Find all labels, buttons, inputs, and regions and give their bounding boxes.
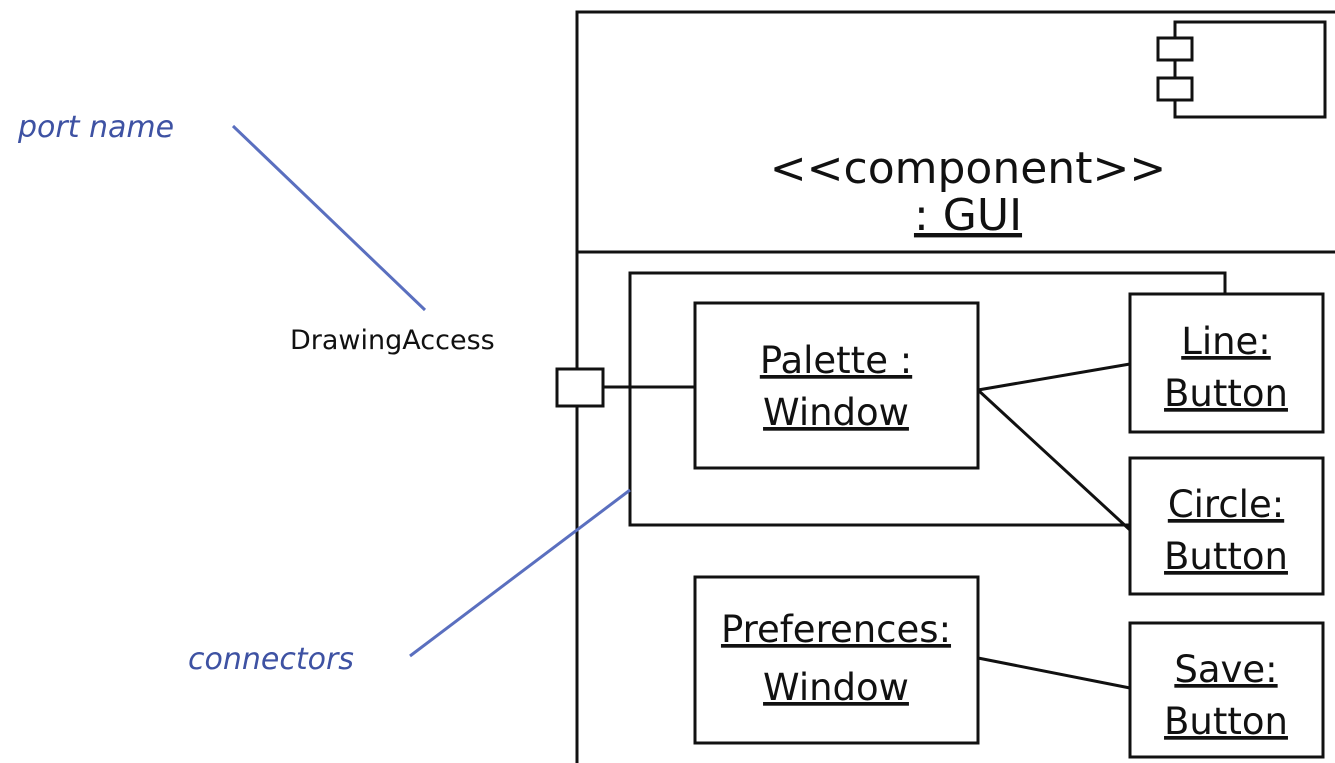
connector-preferences-to-save bbox=[977, 656, 1131, 690]
port-label: DrawingAccess bbox=[290, 325, 495, 356]
part-line-line1: Line: bbox=[1181, 320, 1271, 363]
part-save-line1: Save: bbox=[1174, 648, 1277, 691]
palette-group-frame bbox=[628, 271, 1227, 527]
part-save-button: Save: Button bbox=[1128, 621, 1325, 759]
connector-palette-to-line bbox=[977, 362, 1131, 392]
annotation-port-name: port name bbox=[17, 110, 174, 145]
part-preferences-window: Preferences: Window bbox=[693, 575, 980, 745]
part-line-button: Line: Button bbox=[1128, 292, 1325, 434]
component-name: : GUI bbox=[914, 190, 1022, 241]
part-circle-button: Circle: Button bbox=[1128, 456, 1325, 596]
part-save-line2: Button bbox=[1164, 700, 1288, 743]
connector-palette-to-circle bbox=[976, 388, 1132, 532]
annotation-connectors-leader bbox=[409, 488, 631, 658]
part-line-line2: Button bbox=[1164, 372, 1288, 415]
part-preferences-line1: Preferences: bbox=[721, 608, 951, 651]
part-preferences-line2: Window bbox=[763, 666, 909, 709]
component-icon bbox=[1156, 20, 1327, 119]
annotation-port-name-leader bbox=[231, 124, 427, 312]
part-circle-line2: Button bbox=[1164, 535, 1288, 578]
part-palette-line2: Window bbox=[763, 391, 909, 434]
annotation-connectors: connectors bbox=[188, 642, 354, 677]
connectors bbox=[603, 362, 1132, 690]
part-palette-line1: Palette : bbox=[760, 339, 912, 382]
part-palette-window: Palette : Window bbox=[693, 301, 980, 470]
component-stereotype: <<component>> bbox=[770, 143, 1166, 194]
port-drawing-access bbox=[555, 367, 605, 408]
part-circle-line1: Circle: bbox=[1168, 483, 1284, 526]
